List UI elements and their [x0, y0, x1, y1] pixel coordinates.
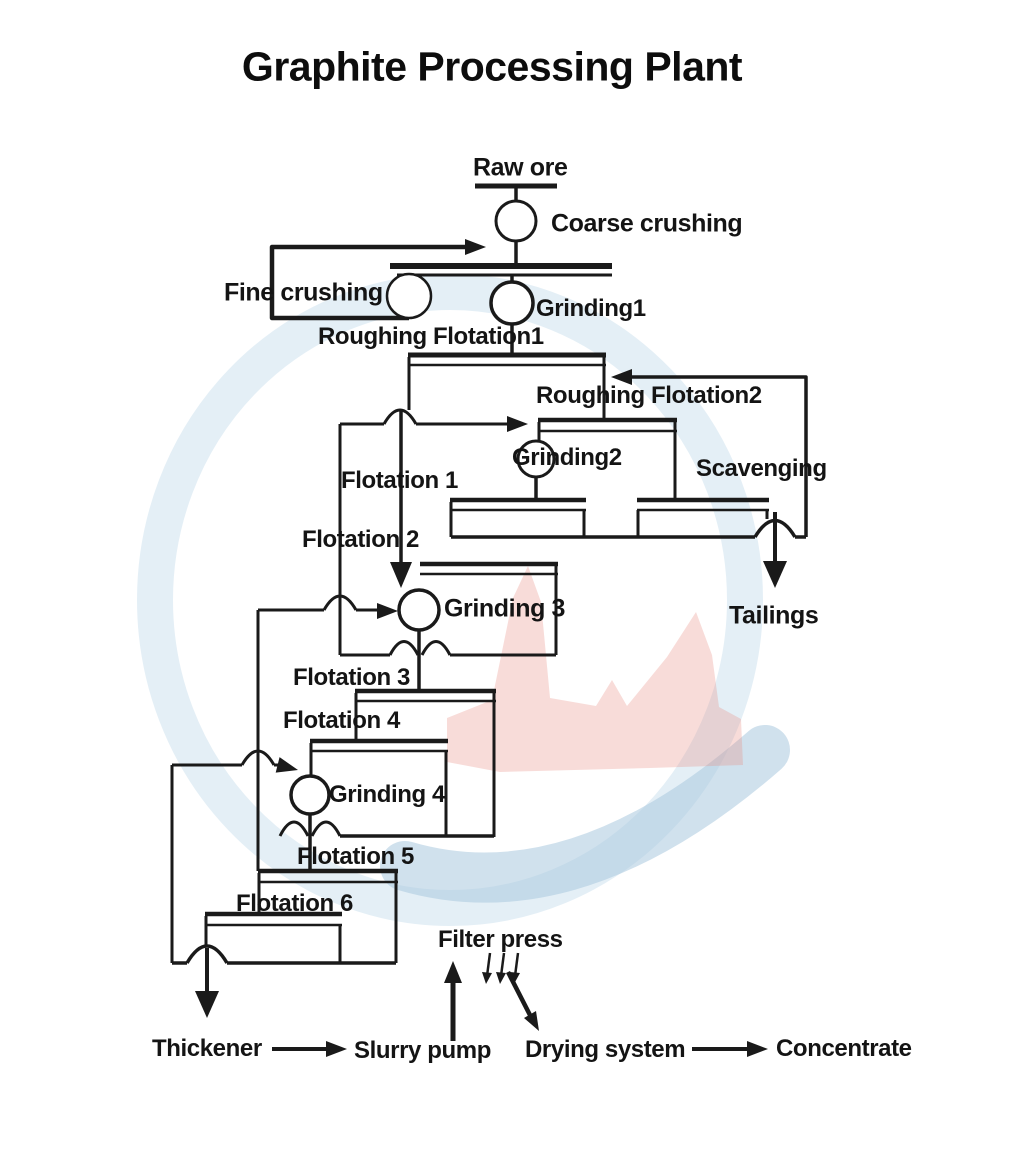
label-flotation-4: Flotation 4	[283, 707, 400, 734]
filter-drip-arrowhead-1	[482, 972, 492, 984]
watermark-logo	[137, 274, 790, 926]
to-grinding2-arrowhead	[507, 416, 528, 432]
tailings-arrowhead	[763, 561, 787, 588]
label-drying-system: Drying system	[525, 1036, 686, 1063]
flotation2-down-arrowhead	[390, 562, 412, 588]
to-thickener-arrowhead	[195, 991, 219, 1018]
watermark-ring	[137, 274, 763, 926]
recycle-arrowhead	[465, 239, 486, 255]
label-filter-press: Filter press	[438, 926, 563, 953]
label-roughing-flotation2: Roughing Flotation2	[536, 382, 762, 409]
label-thickener: Thickener	[152, 1035, 262, 1062]
to-grinding3-arrowhead	[377, 603, 398, 619]
arrowheads	[195, 239, 787, 1057]
watermark-swoosh	[380, 725, 790, 903]
label-flotation-6: Flotation 6	[236, 890, 353, 917]
label-grinding-4: Grinding 4	[329, 781, 446, 808]
label-flotation-3: Flotation 3	[293, 664, 410, 691]
flow-lines	[170, 183, 808, 1051]
fine-crusher-symbol	[385, 272, 433, 320]
label-fine-crushing: Fine crushing	[224, 278, 383, 307]
label-slurry-pump: Slurry pump	[354, 1037, 491, 1064]
page-title: Graphite Processing Plant	[241, 43, 743, 90]
label-flotation-5: Flotation 5	[297, 843, 414, 870]
to-drying-arrowhead	[524, 1011, 539, 1031]
label-roughing-flotation1: Roughing Flotation1	[318, 323, 544, 350]
label-raw-ore: Raw ore	[473, 153, 568, 182]
label-tailings: Tailings	[729, 601, 819, 630]
label-coarse-crushing: Coarse crushing	[551, 209, 743, 238]
label-flotation-2: Flotation 2	[302, 526, 419, 553]
watermark-mountains	[447, 566, 743, 772]
to-grinding4-arrowhead	[275, 757, 298, 773]
label-grinding2: Grinding2	[512, 444, 622, 471]
grinding4-symbol	[289, 774, 331, 816]
to-slurry-pump-arrowhead	[326, 1041, 347, 1057]
to-concentrate-arrowhead	[747, 1041, 768, 1057]
label-grinding1: Grinding1	[536, 295, 646, 322]
filter-drip-arrowhead-2	[496, 972, 506, 984]
grinding2-symbol	[516, 439, 556, 479]
grinding1-symbol	[489, 280, 535, 326]
to-filter-press-arrowhead	[444, 961, 462, 983]
scavenging-return-arrowhead	[611, 369, 632, 385]
coarse-crusher-symbol	[494, 199, 538, 243]
label-concentrate: Concentrate	[776, 1035, 912, 1062]
label-flotation-1: Flotation 1	[341, 467, 458, 494]
label-grinding-3: Grinding 3	[444, 594, 566, 623]
label-scavenging: Scavenging	[696, 455, 827, 482]
filter-drip-arrowhead-3	[510, 972, 520, 984]
grinding3-symbol	[397, 588, 441, 632]
